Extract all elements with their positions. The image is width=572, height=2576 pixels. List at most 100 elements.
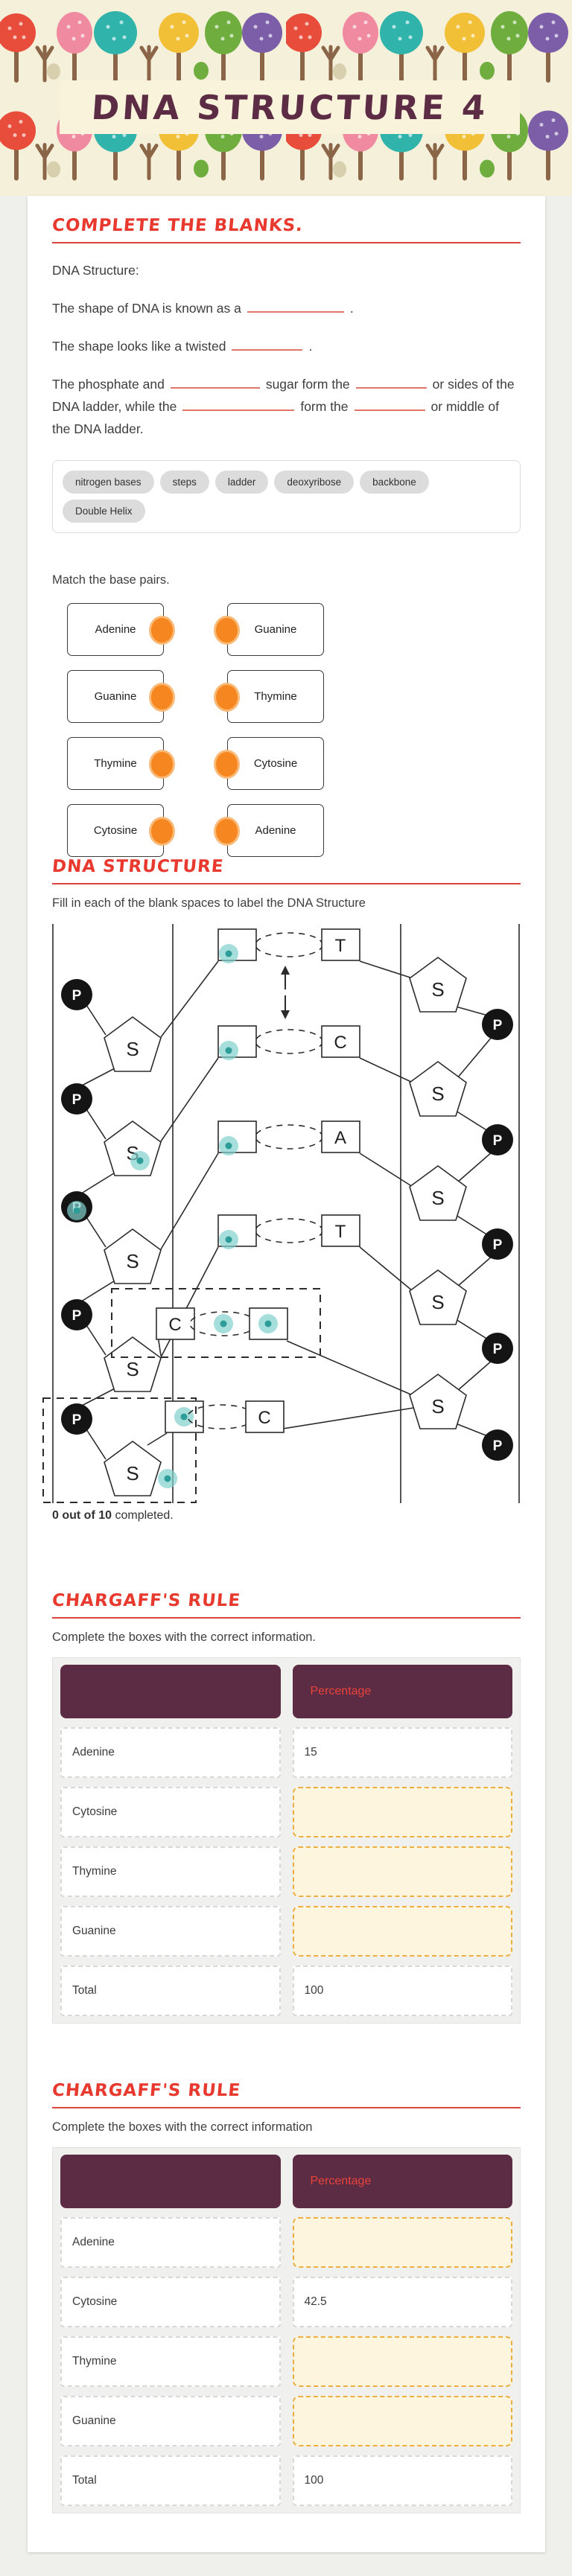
table-input-cell[interactable] [292, 1786, 512, 1837]
match-connector-dot[interactable] [214, 816, 240, 846]
line1-text: The shape of DNA is known as a [52, 301, 241, 316]
phosphate-label: P [493, 1133, 503, 1149]
sugar-label: S [431, 1395, 444, 1418]
sugar-label: S [126, 1358, 139, 1380]
blank-input-1[interactable] [247, 300, 344, 313]
table-input-cell[interactable] [292, 2395, 512, 2446]
match-connector-dot[interactable] [149, 816, 175, 846]
match-left-box[interactable]: Guanine [67, 669, 164, 723]
highlight-dashed-rect [111, 1288, 321, 1358]
match-right-box[interactable]: Cytosine [227, 736, 324, 790]
sugar-node [104, 1016, 162, 1072]
drop-dot-center[interactable] [220, 1320, 227, 1327]
bond-line [457, 1255, 493, 1287]
bond-line [457, 1036, 493, 1079]
drop-dot-center[interactable] [225, 1047, 232, 1054]
bond-line [286, 1340, 413, 1396]
sugar-label: S [126, 1250, 139, 1272]
phosphate-node [61, 1083, 92, 1115]
sugar-label: S [431, 1291, 444, 1313]
drop-dot-center[interactable] [136, 1157, 144, 1164]
line3-part-0: The phosphate and [52, 377, 165, 392]
base-letter: C [258, 1408, 270, 1428]
section-heading: CHARGAFF'S RULE [51, 2081, 242, 2100]
sugar-label: S [431, 1083, 444, 1105]
blank-input-6[interactable] [354, 398, 425, 412]
section-chargaff-2: CHARGAFF'S RULE Complete the boxes with … [51, 2081, 521, 2513]
match-connector-dot[interactable] [214, 682, 240, 712]
word-bank-chip[interactable]: deoxyribose [274, 470, 355, 494]
table-header-percentage: Percentage [292, 1664, 512, 1718]
bond-line [160, 960, 219, 1038]
match-connector-dot[interactable] [214, 749, 240, 779]
progress-text: 0 out of 10 completed. [52, 1509, 521, 1523]
table-input-cell[interactable] [292, 1905, 512, 1957]
sugar-node [104, 1336, 162, 1392]
table-row: Guanine [60, 2395, 512, 2446]
drop-dot-center[interactable] [264, 1320, 272, 1327]
match-left-box[interactable]: Thymine [67, 736, 164, 790]
match-left-box[interactable]: Cytosine [67, 803, 164, 857]
match-connector-dot[interactable] [214, 615, 240, 645]
word-bank-chip[interactable]: steps [159, 470, 209, 494]
fill-line-1: The shape of DNA is known as a. [52, 297, 521, 319]
table-header-percentage: Percentage [292, 2154, 512, 2208]
blank-input-4[interactable] [355, 376, 427, 389]
match-row: Adenine Guanine [52, 602, 521, 656]
bond-line [359, 1057, 413, 1083]
diagram-instruction: Fill in each of the blank spaces to labe… [52, 896, 366, 910]
table-row: Adenine [60, 2216, 512, 2268]
match-connector-dot[interactable] [149, 615, 175, 645]
match-left-box[interactable]: Adenine [67, 602, 164, 656]
base-box-labeled [321, 928, 360, 961]
line3-part-1: sugar form the [265, 377, 350, 392]
match-connector-dot[interactable] [149, 749, 175, 779]
page-title: DNA STRUCTURE 4 [89, 87, 490, 127]
phosphate-label: P [493, 1237, 503, 1253]
drop-dot-center[interactable] [225, 1236, 232, 1243]
base-box-empty[interactable] [249, 1307, 288, 1340]
word-bank-chip[interactable]: backbone [360, 470, 429, 494]
blank-input-3[interactable] [170, 376, 260, 389]
table-input-cell[interactable] [292, 1846, 512, 1897]
match-right-box[interactable]: Thymine [227, 669, 324, 723]
bond-line [160, 1246, 219, 1358]
bond-line [359, 1246, 413, 1292]
word-bank-chip[interactable]: Double Helix [63, 499, 145, 523]
bond-line [86, 1004, 107, 1036]
blank-input-2[interactable] [232, 338, 303, 351]
drop-dot-center[interactable] [225, 1142, 232, 1150]
table-input-cell[interactable] [292, 2336, 512, 2387]
blank-input-5[interactable] [182, 398, 295, 412]
match-right-box[interactable]: Adenine [227, 803, 324, 857]
base-box-labeled [321, 1214, 360, 1247]
bond-line [455, 1006, 489, 1016]
match-connector-dot[interactable] [149, 682, 175, 712]
line1-period: . [349, 301, 354, 316]
bond-line [455, 1423, 489, 1437]
word-bank-chip[interactable]: ladder [214, 470, 269, 494]
table-value-cell: 42.5 [292, 2276, 512, 2327]
phosphate-node [61, 1403, 92, 1435]
title-band: DNA STRUCTURE 4 [60, 80, 520, 134]
drop-dot-center[interactable] [180, 1413, 188, 1421]
drop-dot-center[interactable] [225, 950, 232, 957]
bond-line [78, 1279, 117, 1304]
table-input-cell[interactable] [292, 2216, 512, 2268]
word-bank-chip[interactable]: nitrogen bases [63, 470, 154, 494]
drop-dot-center[interactable] [164, 1475, 171, 1482]
match-row: Guanine Thymine [52, 669, 521, 723]
table-row: Thymine [60, 2336, 512, 2387]
bond-line [455, 1110, 489, 1132]
match-right-box[interactable]: Guanine [227, 602, 324, 656]
section-chargaff-1: CHARGAFF'S RULE Complete the boxes with … [51, 1591, 521, 2024]
table-row: Cytosine [60, 1786, 512, 1837]
drop-dot-center[interactable] [73, 1207, 80, 1214]
table-label-cell: Total [60, 2455, 281, 2506]
table-value-cell: 15 [292, 1727, 512, 1778]
